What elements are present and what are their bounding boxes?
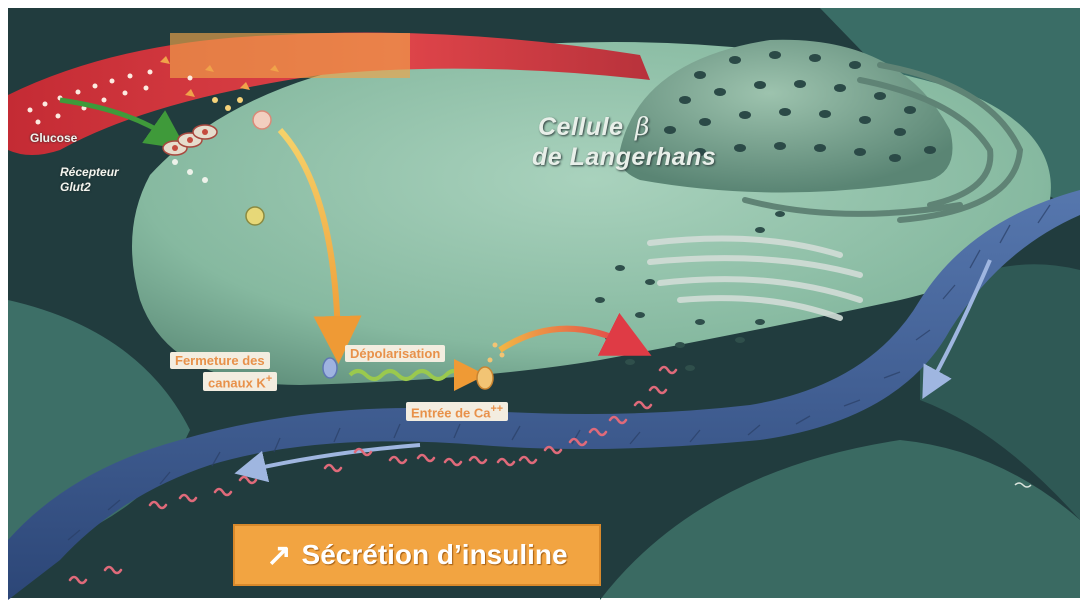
insulin-secretion-box: ↗ Sécrétion d’insuline bbox=[233, 524, 601, 586]
potassium-channel bbox=[323, 358, 337, 378]
calcium-channel bbox=[477, 367, 493, 389]
beta-symbol: β bbox=[635, 112, 650, 141]
k-channel-label-line2: canaux K+ bbox=[203, 372, 277, 391]
k-channel-text: canaux K bbox=[208, 375, 266, 390]
mitochondrion bbox=[246, 207, 264, 225]
calcium-text: Entrée de Ca bbox=[411, 405, 490, 420]
k-superscript: + bbox=[266, 373, 272, 385]
depolarisation-label: Dépolarisation bbox=[345, 345, 445, 362]
cell-title-line1: Cellule β bbox=[538, 112, 650, 142]
insulin-secretion-label: Sécrétion d’insuline bbox=[302, 539, 568, 571]
calcium-superscript: ++ bbox=[490, 403, 503, 415]
calcium-entry-label: Entrée de Ca++ bbox=[406, 402, 508, 421]
receptor-label-line2: Glut2 bbox=[60, 180, 91, 194]
katp-channel bbox=[253, 111, 271, 129]
up-right-arrow-icon: ↗ bbox=[266, 538, 291, 573]
receptor-label-line1: Récepteur bbox=[60, 165, 119, 179]
glucose-label: Glucose bbox=[30, 131, 77, 145]
cell-title-line2: de Langerhans bbox=[532, 143, 716, 172]
cell-title-word: Cellule bbox=[538, 113, 623, 141]
k-channel-label-line1: Fermeture des bbox=[170, 352, 270, 369]
